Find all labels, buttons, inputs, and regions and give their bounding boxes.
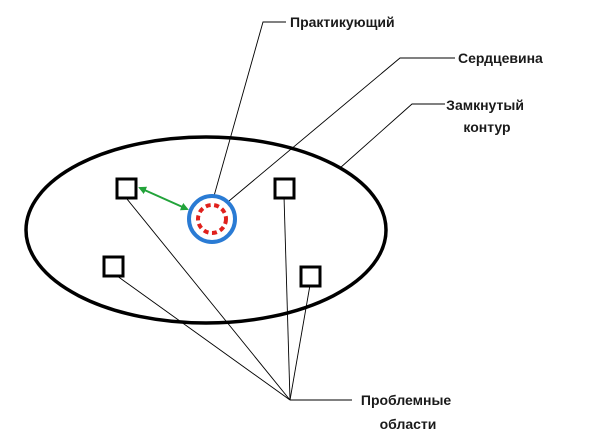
problem-areas-label: Проблемные области (361, 392, 455, 432)
problem-area-square-1 (115, 177, 138, 200)
problem-leader-line-3 (283, 195, 291, 401)
closed-contour-ellipse (24, 135, 388, 325)
core-dashed-circle-icon (196, 203, 228, 235)
practitioner-label: Практикующий (290, 14, 395, 30)
core-leader-line (222, 57, 455, 207)
core-label: Сердцевина (458, 50, 543, 66)
problem-leader-line-2 (112, 272, 291, 401)
practitioner-ring-icon (187, 194, 237, 244)
problem-area-square-2 (273, 177, 296, 200)
practitioner-leader-line (213, 21, 286, 197)
problem-area-square-3 (102, 255, 125, 278)
contour-leader-line (339, 103, 445, 169)
problem-areas-label-line-1: Проблемные (361, 392, 452, 408)
closed-contour-label: Замкнутый контур (446, 97, 528, 135)
problem-areas (102, 177, 322, 288)
closed-contour-label-line-2: контур (463, 119, 510, 135)
leader-lines (112, 21, 455, 401)
problem-areas-label-line-2: области (380, 416, 437, 432)
closed-contour-label-line-1: Замкнутый (446, 97, 524, 113)
problem-area-square-4 (299, 265, 322, 288)
problem-leader-line-1 (126, 198, 291, 401)
problem-leader-line-4 (289, 284, 311, 401)
connection-arrow (138, 186, 189, 211)
